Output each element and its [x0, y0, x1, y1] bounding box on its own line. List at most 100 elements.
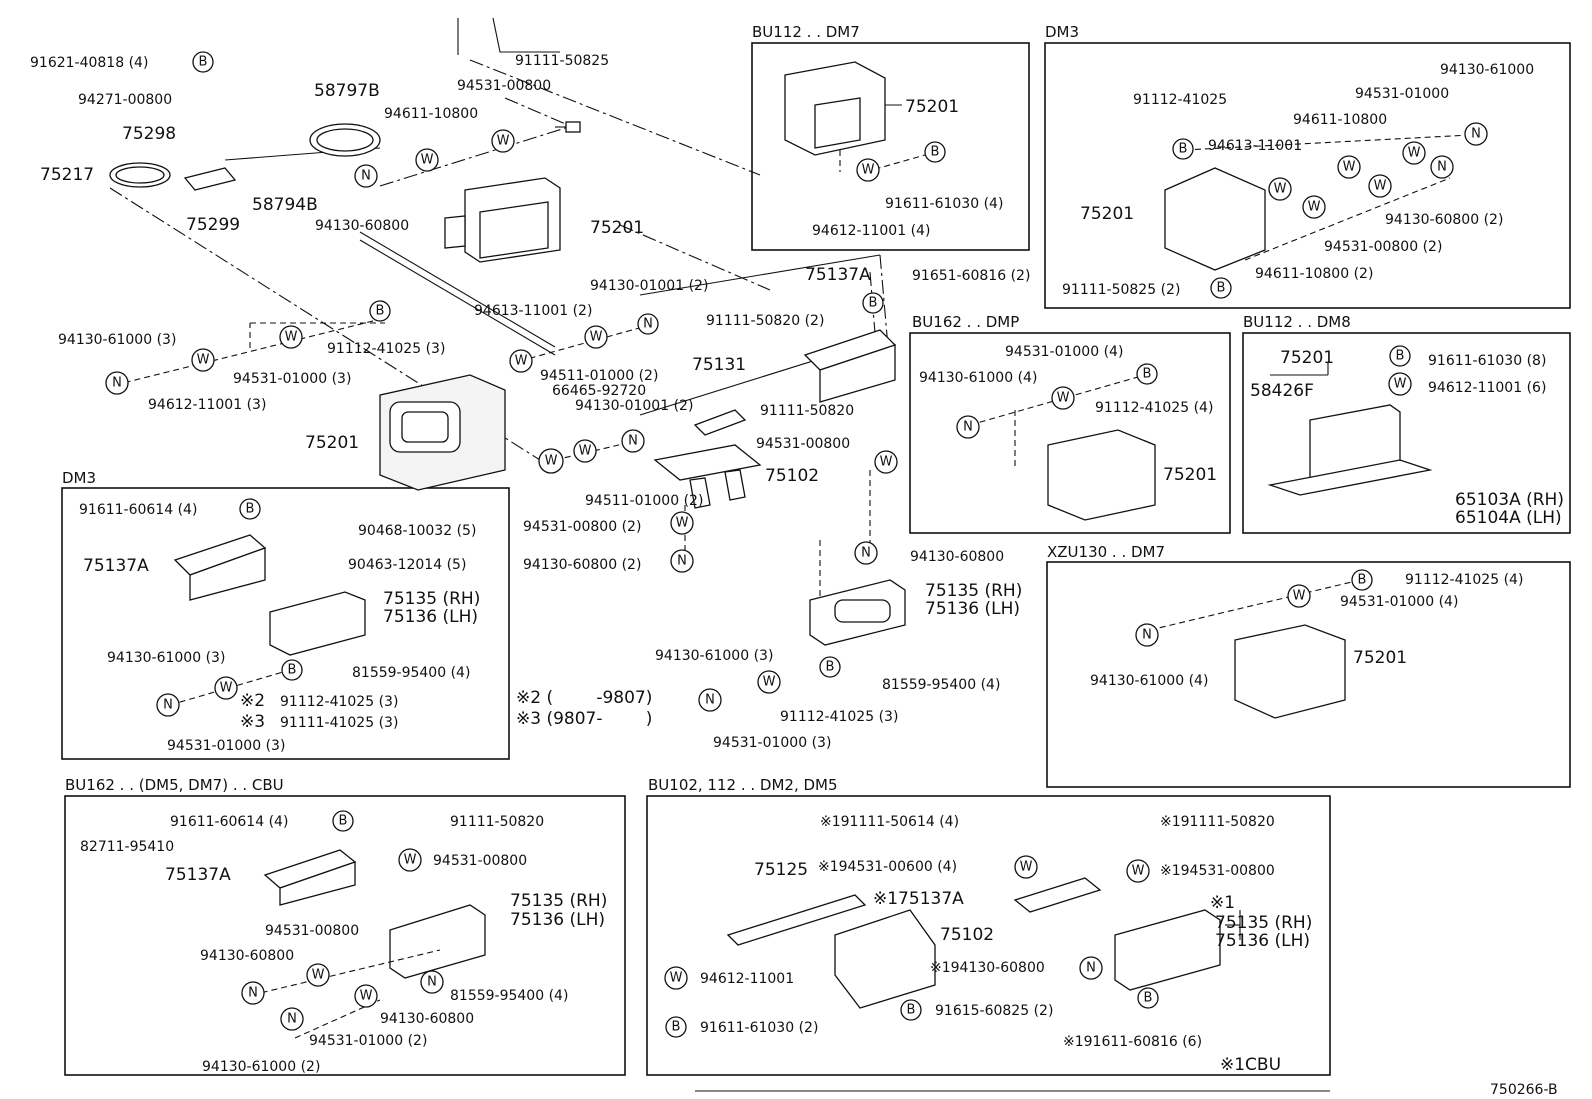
- b-symbol-dm7: B: [924, 141, 946, 163]
- box-bu162-cbu-title: BU162 . . (DM5, DM7) . . CBU: [65, 776, 284, 794]
- b-symbol-1: B: [192, 51, 214, 73]
- dm7-label-94612-11001: 94612-11001 (4): [812, 223, 930, 239]
- dm3l-label-94130-61000: 94130-61000 (3): [107, 650, 225, 666]
- label-75131: 75131: [692, 355, 746, 375]
- svg-text:W: W: [1343, 160, 1356, 175]
- bu102-label-91111-50820: ※191111-50820: [1160, 814, 1275, 830]
- cbu-label-82711-95410: 82711-95410: [80, 839, 174, 855]
- box-bu112-dm8-frame: [1242, 332, 1571, 534]
- svg-text:B: B: [1179, 142, 1188, 157]
- label-91111-50820-lone: 91111-50820: [760, 403, 854, 419]
- dm3t-label-75201: 75201: [1080, 204, 1134, 224]
- dm3t-label-94531-00800: 94531-00800 (2): [1324, 239, 1442, 255]
- box-bu112-dm8-title: BU112 . . DM8: [1243, 313, 1351, 331]
- label-94511-01000-lower: 94511-01000 (2): [585, 493, 703, 509]
- bu102-label-75136: 75136 (LH): [1215, 931, 1310, 951]
- bu102-label-91611-61030: 91611-61030 (2): [700, 1020, 818, 1036]
- svg-text:W: W: [880, 455, 893, 470]
- svg-text:N: N: [427, 975, 437, 990]
- label-94531-00800-2: 94531-00800 (2): [523, 519, 641, 535]
- n-symbol-dm3t-2: N: [1430, 155, 1454, 179]
- box-xzu130-title: XZU130 . . DM7: [1047, 543, 1165, 561]
- box-dm3-left-frame: [61, 487, 510, 760]
- w-symbol-dm3t-3: W: [1402, 141, 1426, 165]
- w-symbol-2: W: [491, 129, 515, 153]
- svg-text:N: N: [861, 546, 871, 561]
- svg-text:N: N: [628, 434, 638, 449]
- w-symbol-3: W: [279, 325, 303, 349]
- label-94130-60800-2: 94130-60800 (2): [523, 557, 641, 573]
- b-symbol-dm3t-2: B: [1210, 277, 1232, 299]
- svg-text:W: W: [312, 968, 325, 983]
- svg-text:W: W: [676, 516, 689, 531]
- label-75217: 75217: [40, 165, 94, 185]
- box-bu162-cbu-frame: [64, 795, 626, 1076]
- svg-text:B: B: [1217, 281, 1226, 296]
- w-symbol-5: W: [509, 349, 533, 373]
- box-bu112-dm8-content: B W 75201 91611-61030 (8) 58426F 94612-1…: [1250, 345, 1564, 528]
- dm8-label-58426f: 58426F: [1250, 381, 1314, 401]
- dm7-label-75201: 75201: [905, 97, 959, 117]
- box-xzu130-content: B W N 91112-41025 (4) 94531-01000 (4) 94…: [1090, 569, 1523, 719]
- svg-text:W: W: [590, 330, 603, 345]
- w-symbol-cbu-3: W: [354, 984, 378, 1008]
- svg-text:W: W: [360, 989, 373, 1004]
- n-symbol-dmp: N: [956, 415, 980, 439]
- label-94130-01001-lower: 94130-01001 (2): [575, 398, 693, 414]
- svg-text:N: N: [287, 1012, 297, 1027]
- dm3l-label-91111-41025: 91111-41025 (3): [280, 715, 398, 731]
- dmp-label-75201: 75201: [1163, 465, 1217, 485]
- note-3: ※3 (9807- ): [516, 709, 652, 729]
- bu102-label-94531-00600: ※194531-00600 (4): [818, 859, 957, 875]
- w-symbol-cbu-1: W: [398, 848, 422, 872]
- cbu-label-75137a: 75137A: [165, 865, 231, 885]
- b-symbol-cbu: B: [332, 810, 354, 832]
- label-94511-01000-upper: 94511-01000 (2): [540, 368, 658, 384]
- xzu-label-75201: 75201: [1353, 648, 1407, 668]
- dm8-label-65103a: 65103A (RH): [1455, 490, 1564, 510]
- n-symbol-cbu-2: N: [420, 970, 444, 994]
- label-75201-lower: 75201: [305, 433, 359, 453]
- dm3l-label-91611-60614: 91611-60614 (4): [79, 502, 197, 518]
- box-bu162-dmp-frame: [909, 332, 1231, 534]
- label-94531-00800-lone: 94531-00800: [756, 436, 850, 452]
- label-91112-41025-main: 91112-41025 (3): [327, 341, 445, 357]
- svg-text:B: B: [339, 814, 348, 829]
- dm3t-label-91111-50825: 91111-50825 (2): [1062, 282, 1180, 298]
- w-symbol-xzu: W: [1287, 584, 1311, 608]
- bu102-label-91615-60825: 91615-60825 (2): [935, 1003, 1053, 1019]
- svg-text:W: W: [497, 134, 510, 149]
- w-symbol-dm3t-1: W: [1268, 177, 1292, 201]
- label-58794b: 58794B: [252, 195, 318, 215]
- bu102-label-75125: 75125: [754, 860, 808, 880]
- svg-text:B: B: [1143, 367, 1152, 382]
- bu102-label-75135: 75135 (RH): [1215, 913, 1312, 933]
- bu102-label-94531-00800: ※194531-00800: [1160, 863, 1275, 879]
- svg-text:B: B: [199, 55, 208, 70]
- dm3t-label-94613-11001: 94613-11001: [1208, 138, 1302, 154]
- label-94531-01000-main: 94531-01000 (3): [233, 371, 351, 387]
- bu102-label-94612-11001: 94612-11001: [700, 971, 794, 987]
- label-94613-11001: 94613-11001 (2): [474, 303, 592, 319]
- n-symbol-5: N: [670, 549, 694, 573]
- cbu-label-91611-60614: 91611-60614 (4): [170, 814, 288, 830]
- svg-text:W: W: [1408, 146, 1421, 161]
- dm3l-label-94531-01000: 94531-01000 (3): [167, 738, 285, 754]
- svg-text:N: N: [1142, 628, 1152, 643]
- svg-text:B: B: [288, 663, 297, 678]
- b-symbol-bu102-1: B: [900, 999, 922, 1021]
- svg-text:W: W: [862, 163, 875, 178]
- dm3t-label-94531-01000: 94531-01000: [1355, 86, 1449, 102]
- b-symbol-dm8: B: [1389, 345, 1411, 367]
- n-symbol-2: N: [105, 371, 129, 395]
- b-symbol-3: B: [862, 292, 884, 314]
- dm3l-label-75136: 75136 (LH): [383, 607, 478, 627]
- xzu-label-94531-01000: 94531-01000 (4): [1340, 594, 1458, 610]
- dm3l-label-90463-12014: 90463-12014 (5): [348, 557, 466, 573]
- svg-text:B: B: [376, 304, 385, 319]
- box-bu102-content: W W N W B B B ※191111-50614 (4) ※191111-…: [664, 814, 1330, 1092]
- xzu-label-94130-61000: 94130-61000 (4): [1090, 673, 1208, 689]
- cbu-label-94130-60800: 94130-60800: [200, 948, 294, 964]
- cbu-label-94531-00800-2: 94531-00800: [265, 923, 359, 939]
- label-75135-main: 75135 (RH): [925, 581, 1022, 601]
